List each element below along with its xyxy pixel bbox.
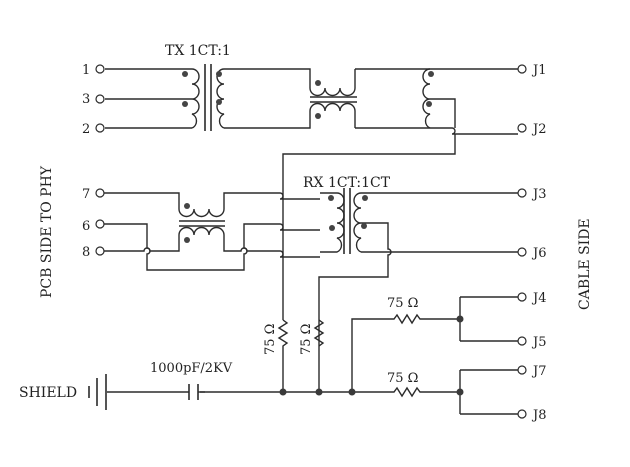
pin-label-j6: J6 [531, 246, 546, 261]
junction-node [315, 388, 323, 396]
pin-label-j4: J4 [531, 291, 546, 306]
pin-label-8: 8 [82, 245, 90, 260]
pin-label-j3: J3 [531, 187, 546, 202]
resistor-r4 [200, 386, 460, 398]
tx-secondary [216, 68, 311, 129]
cable-side-label: CABLE SIDE [577, 218, 593, 310]
polarity-dot [216, 99, 222, 105]
pin-label-3: 3 [82, 92, 90, 107]
pin-7-terminal[interactable] [95, 188, 105, 198]
tx-core [204, 64, 212, 131]
pin-label-j5: J5 [531, 335, 546, 350]
rx-core [343, 188, 351, 254]
rx-transformer-label: RX 1CT:1CT [303, 175, 391, 191]
shield-label: SHIELD [19, 385, 77, 401]
pin-label-j8: J8 [531, 408, 546, 423]
pin-j6-terminal[interactable] [517, 247, 527, 257]
resistor-r4-label: 75 Ω [387, 371, 418, 386]
polarity-dot [182, 71, 188, 77]
pin-3-terminal[interactable] [95, 94, 105, 104]
pin-j8-terminal[interactable] [517, 409, 527, 419]
rx-common-mode-choke [104, 192, 320, 271]
capacitor [107, 384, 205, 400]
resistor-r3-label: 75 Ω [387, 296, 418, 311]
pin-j5-terminal[interactable] [517, 336, 527, 346]
tx-cable-coil [282, 68, 456, 196]
tx-transformer-label: TX 1CT:1 [165, 43, 231, 59]
pin-1-terminal[interactable] [95, 64, 105, 74]
capacitor-label: 1000pF/2KV [150, 361, 233, 376]
wire-j2 [355, 127, 518, 135]
pin-j3-terminal[interactable] [517, 188, 527, 198]
pin-j2-terminal[interactable] [517, 123, 527, 133]
rx-primary [320, 192, 345, 253]
resistor-r1-label: 75 Ω [263, 324, 278, 355]
resistor-r2-label: 75 Ω [299, 324, 314, 355]
pin-label-j2: J2 [531, 122, 546, 137]
tx-primary-wires [105, 68, 200, 129]
tx-common-mode-choke [309, 69, 357, 128]
pin-8-terminal[interactable] [95, 246, 105, 256]
pin-label-2: 2 [82, 122, 90, 137]
pin-label-j1: J1 [531, 63, 546, 78]
pin-label-j7: J7 [531, 364, 546, 379]
resistor-r3 [351, 313, 460, 390]
resistor-r2 [313, 319, 325, 347]
pin-label-1: 1 [82, 63, 90, 78]
pin-label-7: 7 [82, 187, 90, 202]
pin-label-6: 6 [82, 219, 90, 234]
pin-j4-terminal[interactable] [517, 292, 527, 302]
pcb-side-label: PCB SIDE TO PHY [39, 165, 55, 298]
polarity-dot [182, 101, 188, 107]
resistor-r1 [277, 319, 289, 390]
pin-j1-terminal[interactable] [517, 64, 527, 74]
pin-j7-terminal[interactable] [517, 365, 527, 375]
junction-node [456, 315, 464, 323]
shield-ground-icon [88, 374, 107, 410]
junction-node [456, 388, 464, 396]
junction-node [348, 388, 356, 396]
rx-secondary [318, 192, 518, 390]
junction-node [279, 388, 287, 396]
polarity-dot [216, 71, 222, 77]
pin-2-terminal[interactable] [95, 123, 105, 133]
pin-6-terminal[interactable] [95, 219, 105, 229]
